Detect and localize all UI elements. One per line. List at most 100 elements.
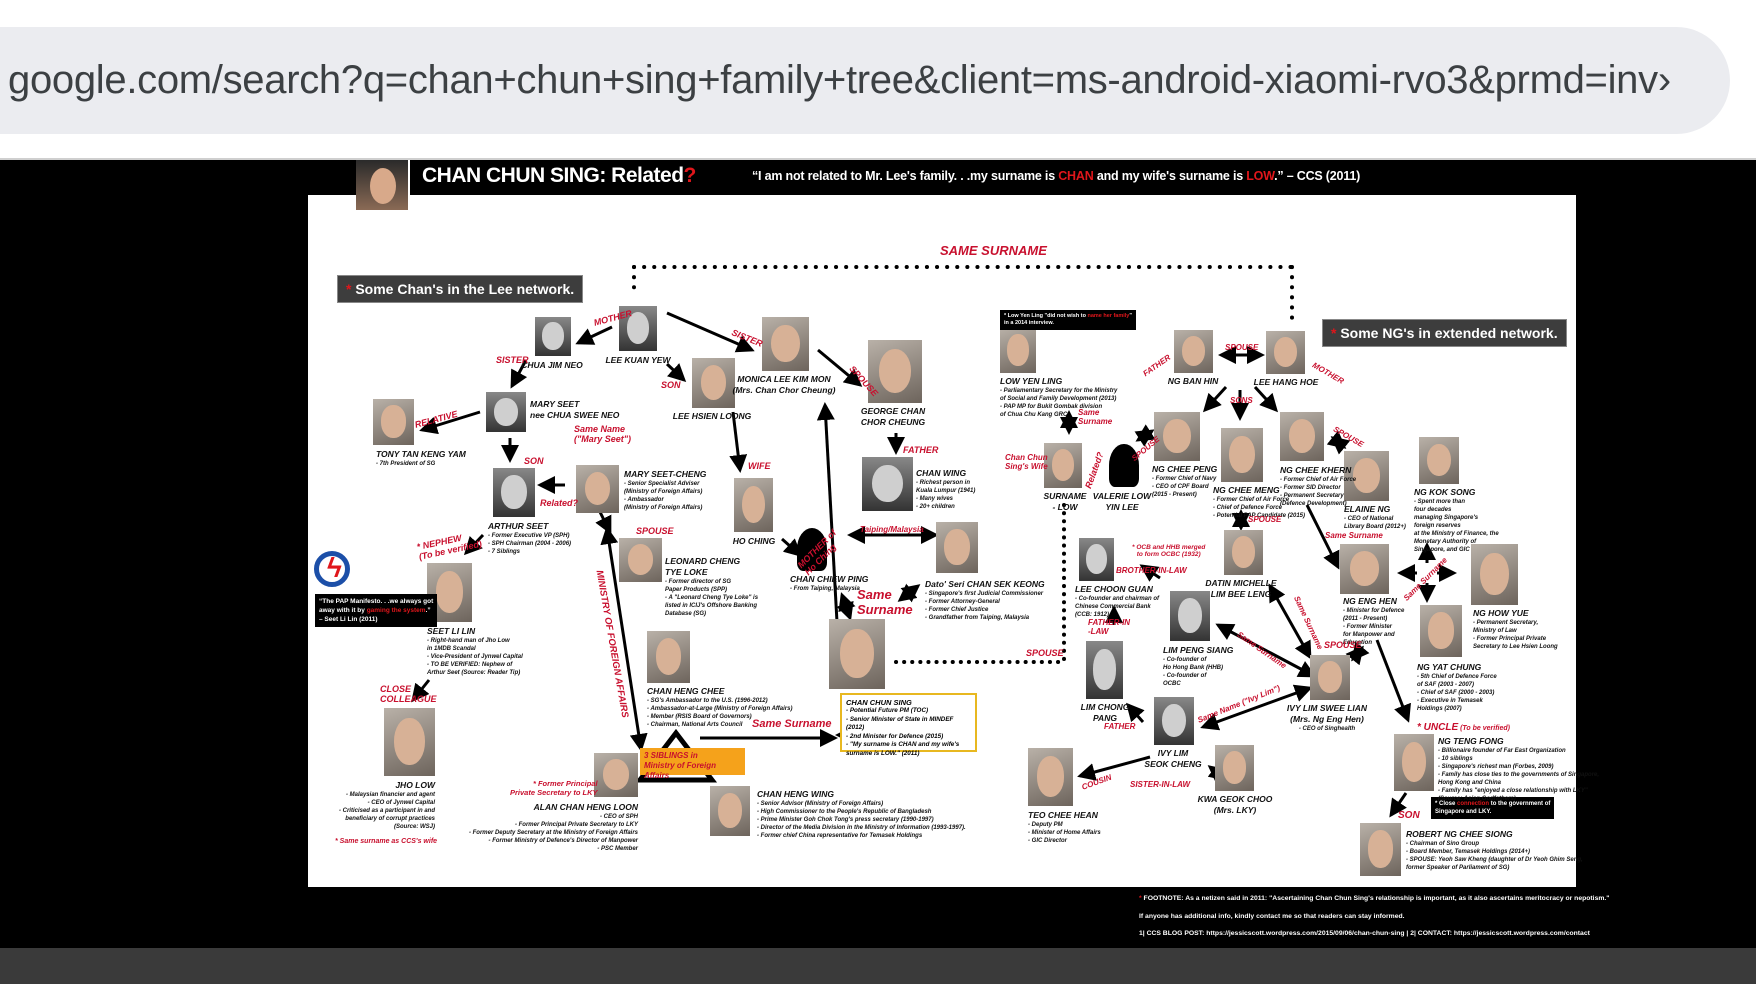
relation-label: Same Surname [857,587,913,617]
person-detail: - Chairman, National Arts Council [647,722,743,728]
person-detail: - Chief of SAF (2000 - 2003) [1417,690,1495,696]
person-detail: - Richest person in [916,480,971,486]
seet-li-lin-photo [427,563,472,622]
person-detail: - 5th Chief of Defence Force [1417,674,1497,680]
title-text: CHAN CHUN SING: Related [422,164,684,187]
person-name: (Mrs. Ng Eng Hen) [1290,714,1364,724]
relation-label: SPOUSE [1248,515,1282,524]
person-name: CHAN WING [916,468,967,478]
person-name: LEE HANG HOE [1253,377,1319,387]
robert-ng-photo [1360,823,1401,876]
person-detail: - Former Chief of Air Force [1280,477,1357,483]
person-detail: - SPOUSE: Yeoh Saw Kheng (daughter of Dr… [1406,857,1583,863]
low-yen-ling-label: LOW YEN LING- Parliamentary Secretary fo… [1000,376,1117,419]
star: * [346,281,352,297]
lee-hsien-loong-photo [692,358,735,408]
address-bar[interactable] [0,27,1730,134]
kwa-geok-choo-label: KWA GEOK CHOO(Mrs. LKY) [1198,794,1273,816]
relation-label: SPOUSE [1225,343,1259,352]
person-name: LEE KUAN YEW [605,355,671,365]
monica-label: MONICA LEE KIM MON(Mrs. Chan Chor Cheung… [733,374,836,396]
person-detail: - Singapore's first Judicial Commissione… [925,591,1044,597]
person-detail: Paper Products (SPP) [665,587,728,593]
person-detail: - Member (RSIS Board of Governors) [647,714,752,720]
url-text[interactable]: google.com/search?q=chan+chun+sing+famil… [8,58,1671,102]
surname-low-photo [1044,443,1082,488]
person-detail: - Spent more than [1414,499,1466,505]
person-name: CHUA JIM NEO [521,360,583,370]
person-name: JHO LOW [395,780,435,790]
footnote-3: 1| CCS BLOG POST: https://jessicscott.wo… [1139,930,1590,937]
person-detail: Ministry of Law [1473,628,1517,634]
person-name: SEOK CHENG [1144,759,1202,769]
person-detail: - CEO of CPF Board [1152,484,1209,490]
kwa-geok-choo-photo [1215,745,1254,791]
person-detail: - Former Chief of Navy [1152,476,1217,482]
person-detail: foreign reserves [1414,523,1461,529]
jho-low-photo [384,708,435,776]
lim-peng-siang-photo [1170,591,1210,641]
elaine-ng-photo [1344,451,1389,501]
person-detail: - Ambassador-at-Large (Ministry of Forei… [647,706,793,712]
person-detail: - Criticised as a participant in and [338,808,435,814]
title-question-mark: ? [683,164,697,187]
relation-label: SPOUSE [636,526,674,536]
person-detail: - CEO of National [1344,516,1394,522]
leonard-cheng-photo [619,538,662,582]
person-detail: - Senior Specialist Adviser [624,481,700,487]
note-text: Singapore and LKY. [1435,809,1492,815]
person-detail: of SAF (2003 - 2007) [1417,682,1475,688]
relation-label: Related? [540,498,579,508]
mary-seet-cheng-photo [576,465,619,513]
ng-chee-meng-label: NG CHEE MENG- Former Chief of Air Force-… [1213,485,1305,520]
person-detail: - Senior Advisor (Ministry of Foreign Af… [757,801,884,807]
person-name: - LOW [1052,502,1078,512]
person-detail: (Source: Asian Godfathers) [1438,796,1516,802]
person-name: LEE CHOON GUAN [1075,584,1153,594]
person-detail: Holdings (2007) [1417,706,1462,712]
person-name: ALAN CHAN HENG LOON [533,802,638,812]
person-name: NG BAN HIN [1167,376,1219,386]
person-detail: (2011 - Present) [1343,616,1388,622]
person-detail: of Social and Family Development (2013) [1000,396,1117,402]
same-surname-label: SAME SURNAME [940,243,1047,258]
person-name: MONICA LEE KIM MON [737,374,831,384]
person-name: LOW YEN LING [1000,376,1063,386]
person-detail: - Former Principal Private [1473,636,1547,642]
note-highlight: name her family [1087,313,1130,319]
relation-label: Same Surname [752,718,832,730]
ng-how-yue-label: NG HOW YUE- Permanent Secretary,Ministry… [1473,608,1558,651]
person-detail: - 20+ children [916,504,955,510]
person-detail: (Ministry of Foreign Affairs) [624,489,703,495]
person-name: LEONARD CHENG [665,556,741,566]
person-name: SURNAME [1043,491,1087,501]
relation-label: SON [524,456,544,466]
person-detail: - Family has "enjoyed a close relationsh… [1438,788,1588,794]
footnote-1: * FOOTNOTE: As a netizen said in 2011: "… [1139,895,1610,902]
person-detail: - Former Deputy Secretary at the Ministr… [468,830,638,836]
chan-heng-chee-label: CHAN HENG CHEE- SG's Ambassador to the U… [647,686,792,729]
relation-label: SPOUSE [1324,640,1362,650]
person-detail: - From Taiping, Malaysia [790,586,860,592]
relation-label: FATHER-IN -LAW [1088,618,1131,637]
person-detail: in 1MDB Scandal [427,646,476,652]
note-text: * UNCLE [1417,722,1459,733]
person-name: NG ENG HEN [1343,596,1397,606]
person-name: NG TENG FONG [1438,736,1504,746]
relation-label: WIFE [748,461,771,471]
chan-chun-sing-info-box: CHAN CHUN SING - Potential Future PM (TO… [840,693,977,757]
chua-jim-neo-label: CHUA JIM NEO [521,360,583,371]
person-detail: - CEO of Singhealth [1298,726,1356,732]
relation-label: BROTHER-IN-LAW [1116,566,1187,575]
person-detail: for Manpower and [1343,632,1395,638]
person-name: NG CHEE KHERN [1280,465,1352,475]
note-text: “The PAP Manifesto. . .we always got [319,598,434,605]
lim-chong-pang-photo [1086,641,1123,699]
